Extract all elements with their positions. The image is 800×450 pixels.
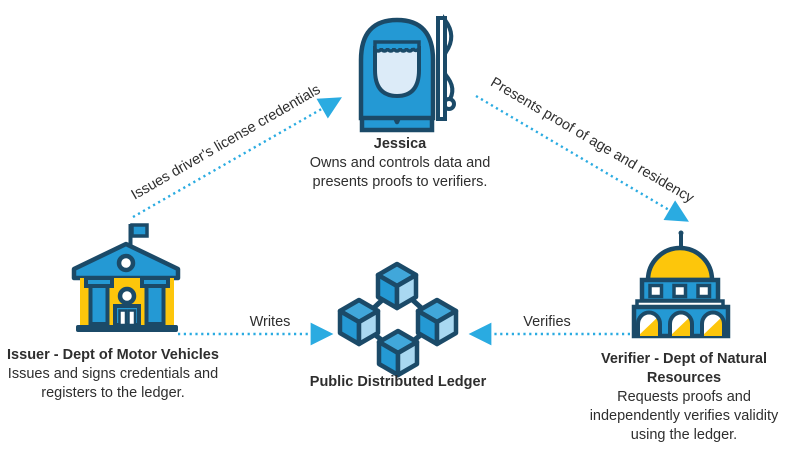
verifier-building-icon: [631, 230, 731, 339]
door: [113, 304, 141, 327]
band-windows: [648, 283, 712, 299]
issuer-title: Issuer - Dept of Motor Vehicles: [7, 347, 219, 363]
arrow-label-verifies: Verifies: [523, 314, 571, 330]
arches: [636, 310, 726, 336]
verifier-label: Verifier - Dept of Natural Resources Req…: [584, 350, 784, 445]
cube-left: [340, 300, 378, 344]
ledger-label: Public Distributed Ledger: [288, 373, 508, 392]
right-column: [140, 276, 170, 326]
cube-right: [418, 300, 456, 344]
arrow-label-presents: Presents proof of age and residency: [488, 75, 697, 207]
finial-knob: [678, 230, 684, 236]
jessica-description: Owns and controls data and presents proo…: [309, 155, 491, 190]
pediment-window: [116, 253, 136, 273]
dome: [645, 245, 715, 283]
facade-window: [117, 286, 137, 306]
arrow-label-writes: Writes: [250, 314, 291, 330]
issuer-label: Issuer - Dept of Motor Vehicles Issues a…: [0, 346, 226, 403]
cube-top: [378, 264, 416, 308]
arrow-presents-proof: [475, 94, 689, 222]
flag: [130, 223, 149, 238]
issuer-building-icon: [71, 223, 181, 332]
jessica-person-icon: [358, 13, 456, 133]
left-column: [84, 276, 114, 326]
ledger-icon: [334, 258, 462, 378]
verifier-description: Requests proofs and independently verifi…: [589, 389, 779, 443]
cube-bottom: [379, 331, 417, 375]
building-base: [76, 325, 178, 332]
issuer-description: Issues and signs credentials and registe…: [7, 366, 219, 401]
verifier-title: Verifier - Dept of Natural Resources: [601, 351, 767, 386]
jessica-title: Jessica: [373, 136, 427, 152]
arrow-issues-credentials: [132, 97, 342, 219]
bangs: [373, 40, 421, 53]
ledger-title: Public Distributed Ledger: [309, 374, 487, 390]
jessica-label: Jessica Owns and controls data and prese…: [290, 135, 510, 192]
face: [373, 46, 421, 99]
hair-accessory: [436, 13, 456, 121]
